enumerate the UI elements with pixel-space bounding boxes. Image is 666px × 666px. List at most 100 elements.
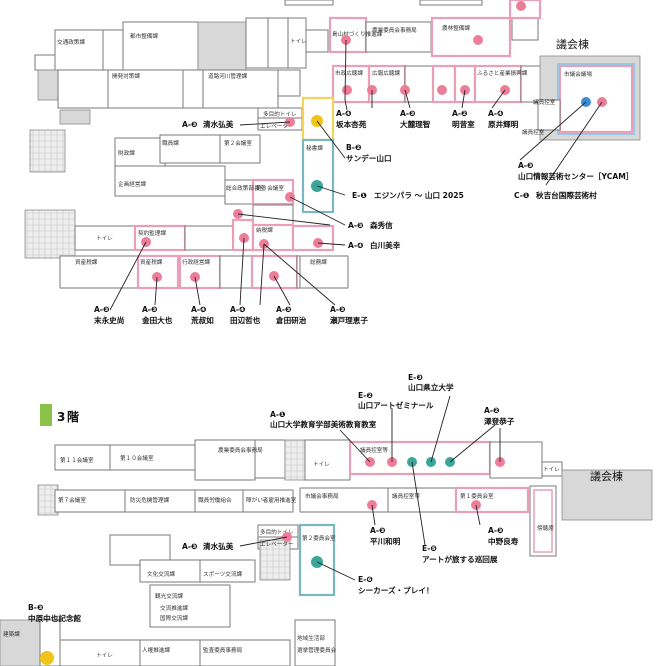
marker-label: C-❶ 秋吉台国際芸術村 bbox=[514, 190, 597, 200]
marker-code: A-❸ bbox=[182, 120, 198, 129]
room-label: 障がい者雇用推進室 bbox=[246, 496, 297, 504]
marker-dot bbox=[473, 35, 483, 45]
room-dai2-iinkai bbox=[298, 523, 336, 597]
marker-name: 山口大学教育学部美術教育教室 bbox=[270, 419, 377, 429]
room-label: 第１委員会室 bbox=[460, 492, 494, 500]
marker-label: E-❶ エジンパラ ～ 山口 2025 bbox=[352, 190, 464, 200]
room-label: トイレ bbox=[543, 467, 560, 473]
marker-name: 秋吉台国際芸術村 bbox=[536, 190, 597, 200]
room-label: 多目的トイレ bbox=[263, 110, 297, 118]
floor-2-plan bbox=[24, 0, 641, 290]
marker-code: A-❸ bbox=[330, 305, 346, 314]
room-label: 資産税課 bbox=[75, 258, 98, 266]
room-label: エレベーター bbox=[260, 540, 294, 548]
room-label: ふるさと産業振興課 bbox=[477, 69, 528, 77]
room-label: トイレ bbox=[96, 653, 113, 659]
marker-label: A-❸ 平川和明 bbox=[370, 526, 401, 546]
marker-code: A-❹ bbox=[230, 305, 245, 314]
marker-code: A-❶ bbox=[270, 410, 286, 419]
room-label: 開発対策課 bbox=[112, 72, 140, 80]
marker-name: 白川美幸 bbox=[370, 240, 401, 250]
room-label: 秘書課 bbox=[306, 144, 323, 152]
wing-label-upper: 議会棟 bbox=[556, 37, 589, 51]
room-label: 議員控室等 bbox=[360, 446, 388, 454]
room-label: 農林整備課 bbox=[442, 24, 470, 32]
marker-code: A-❷ bbox=[452, 109, 467, 118]
marker-code: A-❸ bbox=[518, 161, 534, 170]
wing-label-lower: 議会棟 bbox=[590, 469, 623, 483]
room-label: 議員控室 bbox=[522, 128, 545, 136]
room-label: 第３会議室 bbox=[256, 184, 284, 192]
room-label: トイレ bbox=[290, 39, 307, 45]
marker-name: 大麓理智 bbox=[400, 119, 430, 129]
marker-name: 倉田研治 bbox=[275, 315, 307, 325]
marker-name: 田辺哲也 bbox=[230, 315, 261, 325]
marker-label: A-❷ 澤登恭子 bbox=[484, 406, 515, 426]
room-label: 交流推進課 bbox=[160, 604, 188, 612]
room-label: トイレ bbox=[96, 236, 113, 242]
marker-name: 末永史尚 bbox=[94, 315, 124, 325]
marker-label: B-❷ サンデー山口 bbox=[346, 143, 392, 163]
marker-dot bbox=[342, 85, 352, 95]
room-label: 選挙管理委員会 bbox=[297, 646, 337, 654]
room-label: 行政経営課 bbox=[182, 258, 210, 266]
marker-name: 原井輝明 bbox=[488, 119, 519, 129]
room-label: 建築課 bbox=[3, 630, 20, 638]
room-label: 地域生活部 bbox=[297, 634, 325, 642]
marker-name: 清水弘美 bbox=[203, 541, 234, 551]
room-label: 農業委員会事務局 bbox=[218, 446, 263, 454]
marker-label: A-❸ 大麓理智 bbox=[400, 109, 430, 129]
marker-label: A-❸ 森秀信 bbox=[348, 220, 393, 230]
room-label: 財政課 bbox=[118, 149, 135, 157]
floor-suffix: 階 bbox=[67, 409, 79, 424]
room-label: 納税課 bbox=[256, 226, 273, 234]
room-label: エレベーター bbox=[260, 122, 294, 130]
marker-name: 中野良寿 bbox=[488, 536, 519, 546]
marker-code: A-❹ bbox=[191, 305, 206, 314]
marker-label: E-❸ 山口県立大学 bbox=[408, 373, 454, 392]
marker-label: A-❸ 清水弘美 bbox=[182, 119, 234, 129]
room-label: 議員控室等 bbox=[392, 492, 420, 500]
marker-label: A-❸ 金田大也 bbox=[141, 305, 173, 325]
marker-code: A-❹ bbox=[336, 109, 351, 118]
room-label: 傍聴席 bbox=[537, 524, 554, 532]
room-label: 第２委員会室 bbox=[302, 534, 336, 542]
room-label: 監査委員事務局 bbox=[203, 646, 243, 654]
marker-label: E-❻ シーカーズ・プレイ！ bbox=[358, 575, 434, 595]
marker-name: 山口情報芸術センター［YCAM］ bbox=[518, 171, 633, 181]
marker-name: アートが旅する巡回展 bbox=[422, 554, 498, 564]
marker-label: A-❸ 末永史尚 bbox=[94, 305, 124, 325]
marker-label: A-❸ 清水弘美 bbox=[182, 541, 234, 551]
marker-name: 荒叔如 bbox=[190, 315, 214, 325]
marker-code: A-❸ bbox=[348, 221, 364, 230]
room-label: 文化交流課 bbox=[147, 570, 175, 578]
marker-code: B-❸ bbox=[28, 603, 44, 612]
room-label: 市議会事務局 bbox=[305, 492, 339, 500]
marker-code: E-❶ bbox=[352, 191, 367, 200]
marker-code: C-❶ bbox=[514, 191, 530, 200]
room-label: 職員労働組合 bbox=[198, 496, 232, 504]
marker-label: E-❷ 山口アートゼミナール bbox=[358, 391, 434, 410]
marker-label: E-❺ アートが旅する巡回展 bbox=[422, 544, 498, 564]
marker-name: 中原中也記念館 bbox=[28, 613, 82, 623]
marker-code: A-❷ bbox=[484, 406, 499, 415]
room-label: 企画経営課 bbox=[118, 180, 146, 188]
room-gijo bbox=[558, 64, 634, 134]
room-label: 防災危機管理課 bbox=[130, 496, 170, 504]
room-label: 職員課 bbox=[162, 139, 179, 147]
marker-label: A-❹ 田辺哲也 bbox=[230, 305, 261, 325]
marker-label: A-❹ 坂本杏苑 bbox=[336, 109, 367, 129]
marker-name: 澤登恭子 bbox=[484, 416, 515, 426]
marker-name: 平川和明 bbox=[370, 536, 401, 546]
marker-label: A-❸ 倉田研治 bbox=[275, 305, 307, 325]
marker-name: 山口県立大学 bbox=[408, 382, 454, 392]
room-label: 交通政策課 bbox=[57, 38, 85, 46]
marker-label: A-❶ 山口大学教育学部美術教育教室 bbox=[270, 410, 377, 429]
room-label: スポーツ交流課 bbox=[203, 570, 242, 578]
marker-code: A-❸ bbox=[142, 305, 158, 314]
room-label: 人権推進課 bbox=[142, 646, 170, 654]
room-shimayama bbox=[328, 16, 368, 54]
floor-3-heading: 3 階 bbox=[40, 404, 79, 426]
room-dai1-iinkai bbox=[454, 486, 530, 514]
